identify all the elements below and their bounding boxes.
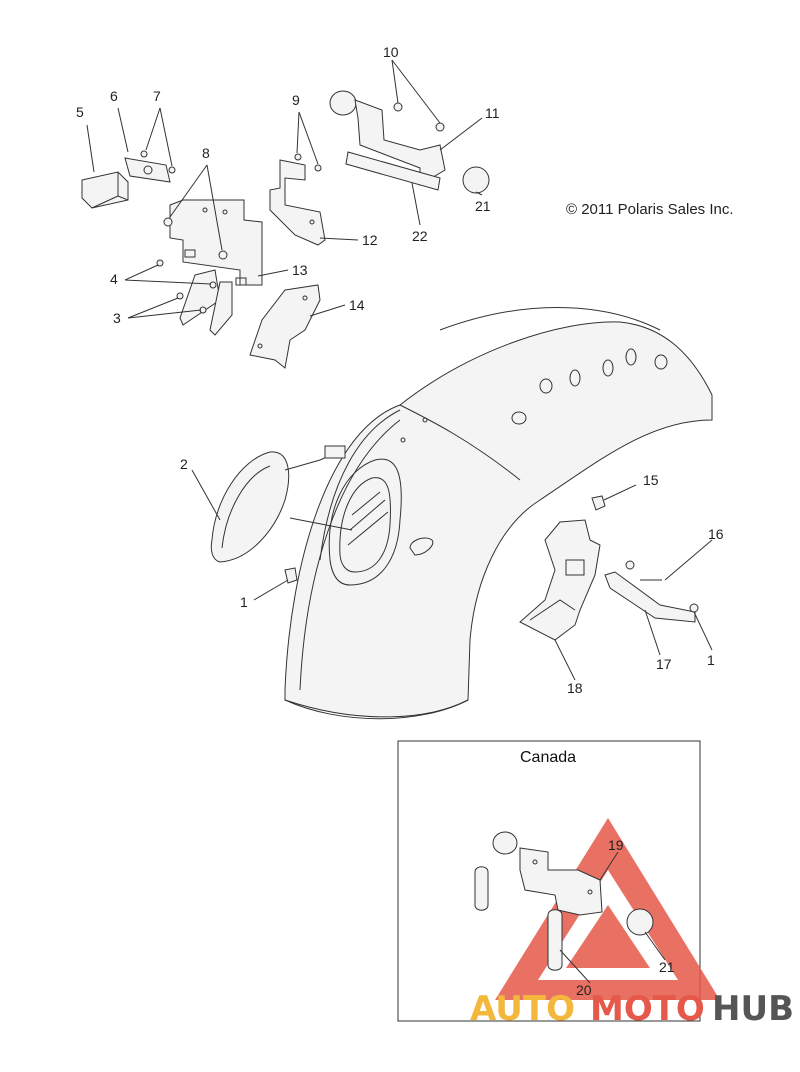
callout-17: 17 [656,656,672,672]
callout-1-right: 1 [707,652,715,668]
push-rivet [591,495,606,511]
inset-title: Canada [520,749,576,766]
callout-19: 19 [608,837,624,853]
callout-6: 6 [110,88,118,104]
side-bracket [269,153,326,246]
reflector-bracket [329,90,490,194]
hinge-brackets [156,259,233,336]
mud-flap-bracket [519,519,601,641]
nuts-7 [140,150,176,174]
callout-16: 16 [708,526,724,542]
callout-7: 7 [153,88,161,104]
copyright-notice: © 2011 Polaris Sales Inc. [566,201,734,218]
lens-gasket [124,157,171,183]
callout-4: 4 [110,271,118,287]
watermark-moto: MOTO [590,989,705,1029]
callout-13: 13 [292,262,308,278]
callout-20: 20 [576,982,592,998]
callout-11: 11 [485,105,500,121]
canada-inset: Canada 19 20 21 [397,740,720,1022]
callout-12: 12 [362,232,378,248]
leader-lines [86,59,713,681]
callout-21-inset: 21 [659,959,675,975]
watermark-auto: AUTO [470,989,575,1029]
callout-22: 22 [412,228,428,244]
watermark-text: AUTO MOTO HUB [470,989,794,1029]
bolt-1-left [284,567,298,584]
callout-21-top: 21 [475,198,491,214]
callout-5: 5 [76,104,84,120]
callout-14: 14 [349,297,365,313]
support-strap [604,560,699,623]
mount-plate [249,284,321,369]
callout-3: 3 [113,310,121,326]
callout-10: 10 [383,44,399,60]
callout-18: 18 [567,680,583,696]
marker-lamp [81,171,129,209]
callout-8: 8 [202,145,210,161]
callout-15: 15 [643,472,659,488]
callout-2: 2 [180,456,188,472]
callout-9: 9 [292,92,300,108]
callout-1-left: 1 [240,594,248,610]
taillight-assembly [210,445,346,563]
watermark-hub: HUB [712,989,794,1029]
license-bracket [163,199,263,286]
rear-fender [284,307,713,720]
callout-labels: 5 6 7 8 4 3 13 14 9 12 10 11 22 21 © 201… [76,44,734,696]
